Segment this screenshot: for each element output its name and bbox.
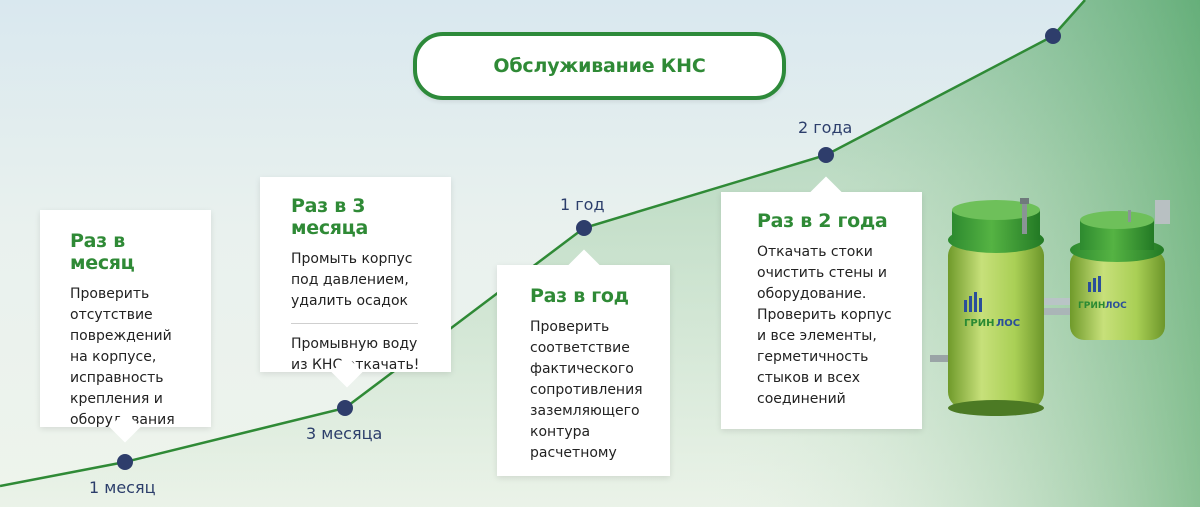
logo-icon (964, 292, 982, 312)
point-label-3-months: 3 месяца (306, 424, 383, 443)
card-quarterly-title: Раз в 3 месяца (291, 195, 368, 239)
card-quarterly: Раз в 3 месяца Промыть корпус под давлен… (260, 177, 451, 373)
timeline-point-1-year (576, 220, 592, 236)
card-yearly: Раз в год Проверить соответствие фактиче… (497, 265, 670, 476)
timeline-point-end (1045, 28, 1061, 44)
title-pill: Обслуживание КНС (413, 32, 786, 100)
timeline-point-3-months (337, 400, 353, 416)
logo-text-small-blue: ЛОС (1105, 301, 1127, 311)
card-biennial-title: Раз в 2 года (757, 210, 888, 232)
logo-text-small: ГРИН (1078, 301, 1105, 311)
card-quarterly-note: Промывную воду из КНС откачать! (291, 336, 420, 373)
pump-station-tanks-illustration: ГРИН ЛОС ГРИН ЛОС (930, 198, 1170, 416)
timeline-point-2-years (818, 147, 834, 163)
card-monthly: Раз в месяц Проверить отсутствие поврежд… (40, 210, 211, 428)
logo-icon-small (1088, 276, 1101, 292)
logo-text-large-blue: ЛОС (996, 318, 1020, 329)
timeline-point-1-month (117, 454, 133, 470)
card-yearly-title: Раз в год (530, 285, 629, 307)
card-monthly-title: Раз в месяц (70, 230, 135, 274)
card-biennial: Раз в 2 года Откачать стоки очистить сте… (721, 192, 922, 429)
page-title: Обслуживание КНС (493, 55, 706, 77)
logo-text-large: ГРИН (964, 318, 994, 329)
point-label-2-years: 2 года (798, 118, 853, 137)
point-label-1-month: 1 месяц (89, 478, 156, 497)
small-tank-body (1070, 250, 1165, 340)
card-quarterly-text: Промыть корпус под давлением, удалить ос… (291, 251, 413, 309)
large-tank-body (948, 240, 1044, 408)
card-yearly-text: Проверить соответствие фактического сопр… (530, 319, 643, 461)
card-biennial-text: Откачать стоки очистить стены и оборудов… (757, 244, 892, 407)
card-quarterly-divider (291, 323, 418, 324)
point-label-1-year: 1 год (560, 195, 605, 214)
card-monthly-text: Проверить отсутствие повреждений на корп… (70, 286, 175, 428)
